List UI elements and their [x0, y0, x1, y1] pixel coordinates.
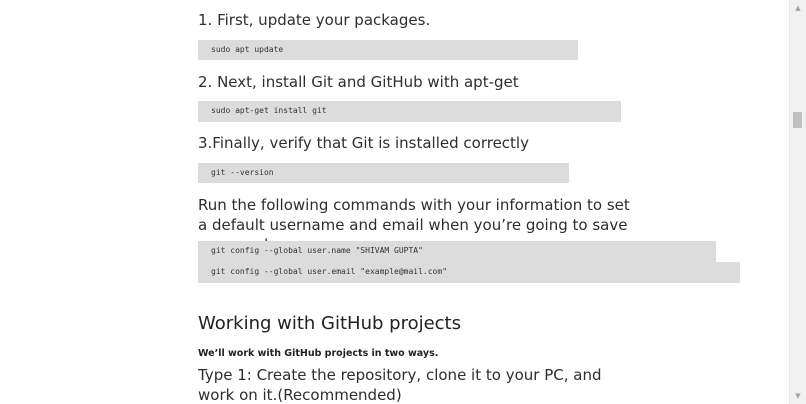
code-line-config-email: git config --global user.email "example@…: [198, 262, 740, 283]
section-note: We’ll work with GitHub projects in two w…: [198, 348, 439, 359]
code-block-git-version: git --version: [198, 163, 569, 183]
section-heading: Working with GitHub projects: [198, 313, 461, 334]
step-1-text: 1. First, update your packages.: [198, 11, 431, 29]
code-block-apt-install-git: sudo apt-get install git: [198, 101, 621, 122]
step-3-text: 3.Finally, verify that Git is installed …: [198, 134, 529, 152]
type-1-paragraph: Type 1: Create the repository, clone it …: [198, 366, 602, 404]
scrollbar-thumb[interactable]: [793, 112, 802, 128]
scroll-up-arrow-icon[interactable]: ▲: [795, 4, 801, 12]
code-block-apt-update: sudo apt update: [198, 40, 578, 60]
scroll-down-arrow-icon[interactable]: ▼: [795, 392, 801, 400]
code-line-config-name: git config --global user.name "SHIVAM GU…: [198, 241, 716, 263]
step-2-text: 2. Next, install Git and GitHub with apt…: [198, 73, 519, 91]
vertical-scrollbar[interactable]: ▲ ▼: [789, 0, 806, 404]
